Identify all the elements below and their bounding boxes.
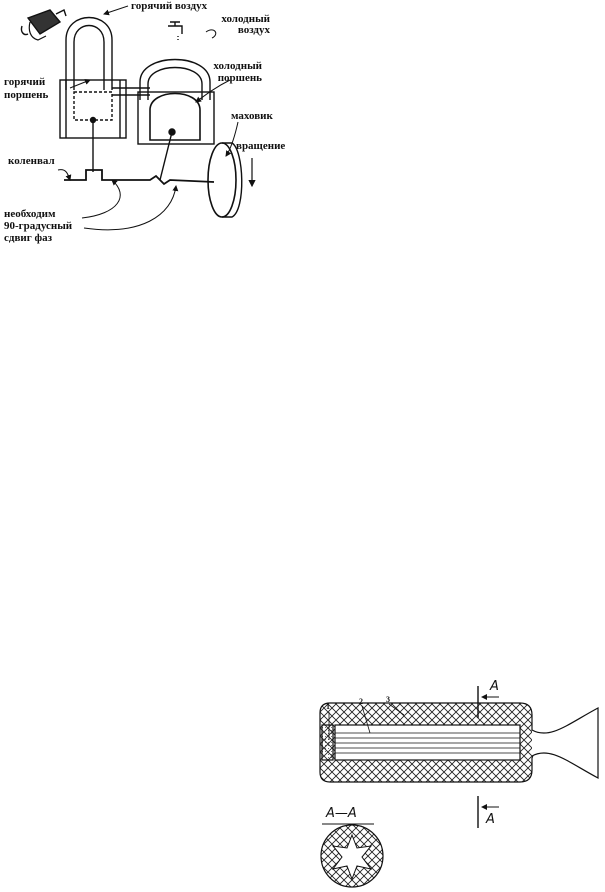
cold-air-arch bbox=[139, 58, 211, 100]
cold-piston bbox=[149, 92, 201, 141]
section-marker-bottom bbox=[477, 796, 499, 828]
label-cold-air-line2: воздух bbox=[237, 24, 270, 36]
label-hot-piston-line1: горячий bbox=[4, 76, 46, 88]
label-cold-air-line1: холодный bbox=[221, 13, 270, 25]
section-title: A—A bbox=[326, 806, 357, 821]
crankshaft bbox=[64, 169, 215, 186]
section-marker-top bbox=[477, 686, 499, 718]
label-cold-piston-line1: холодный bbox=[213, 60, 262, 72]
section-mark-bottom: A bbox=[486, 812, 495, 827]
label-cold-piston-line2: поршень bbox=[217, 72, 262, 84]
star-channel bbox=[331, 833, 373, 881]
label-hot-air: горячий воздух bbox=[131, 0, 208, 12]
label-flywheel: маховик bbox=[231, 110, 273, 122]
label-hot-piston-line2: поршень bbox=[4, 89, 49, 101]
label-phase-line1: необходим bbox=[4, 208, 56, 220]
callout-3: 3 bbox=[386, 695, 390, 704]
callout-1: 1 bbox=[326, 702, 330, 711]
igniter bbox=[321, 724, 334, 761]
cold-piston-arrow bbox=[195, 79, 231, 103]
flywheel bbox=[207, 142, 237, 218]
flywheel-arrow bbox=[225, 121, 239, 157]
hot-piston-arrow bbox=[69, 79, 91, 89]
nozzle bbox=[531, 706, 599, 780]
callout-leader-2 bbox=[361, 705, 371, 734]
grain-layers bbox=[335, 732, 520, 754]
label-rotation: вращение bbox=[236, 140, 286, 152]
phase-arrow-2 bbox=[83, 185, 179, 231]
label-phase-line3: сдвиг фаз bbox=[4, 232, 53, 244]
callout-2: 2 bbox=[359, 697, 363, 706]
rocket-motor-drawing bbox=[319, 686, 599, 888]
burner-icon bbox=[20, 9, 67, 41]
cold-cylinder bbox=[137, 91, 215, 145]
connecting-pipe bbox=[112, 87, 150, 96]
label-crankshaft: коленвал bbox=[8, 155, 55, 167]
hot-piston bbox=[73, 91, 113, 121]
phase-arrow-1 bbox=[81, 179, 121, 219]
cold-rod bbox=[159, 131, 173, 181]
hot-air-tube bbox=[65, 16, 113, 90]
stirling-engine-diagram bbox=[20, 5, 256, 231]
callout-leader-3 bbox=[388, 703, 405, 716]
hot-air-arrow bbox=[103, 5, 129, 16]
crankshaft-arrow bbox=[57, 169, 72, 181]
label-phase-line2: 90-градусный bbox=[4, 220, 73, 232]
section-mark-top: A bbox=[490, 679, 499, 694]
faucet-icon bbox=[168, 21, 183, 42]
propellant-channel bbox=[334, 724, 521, 761]
